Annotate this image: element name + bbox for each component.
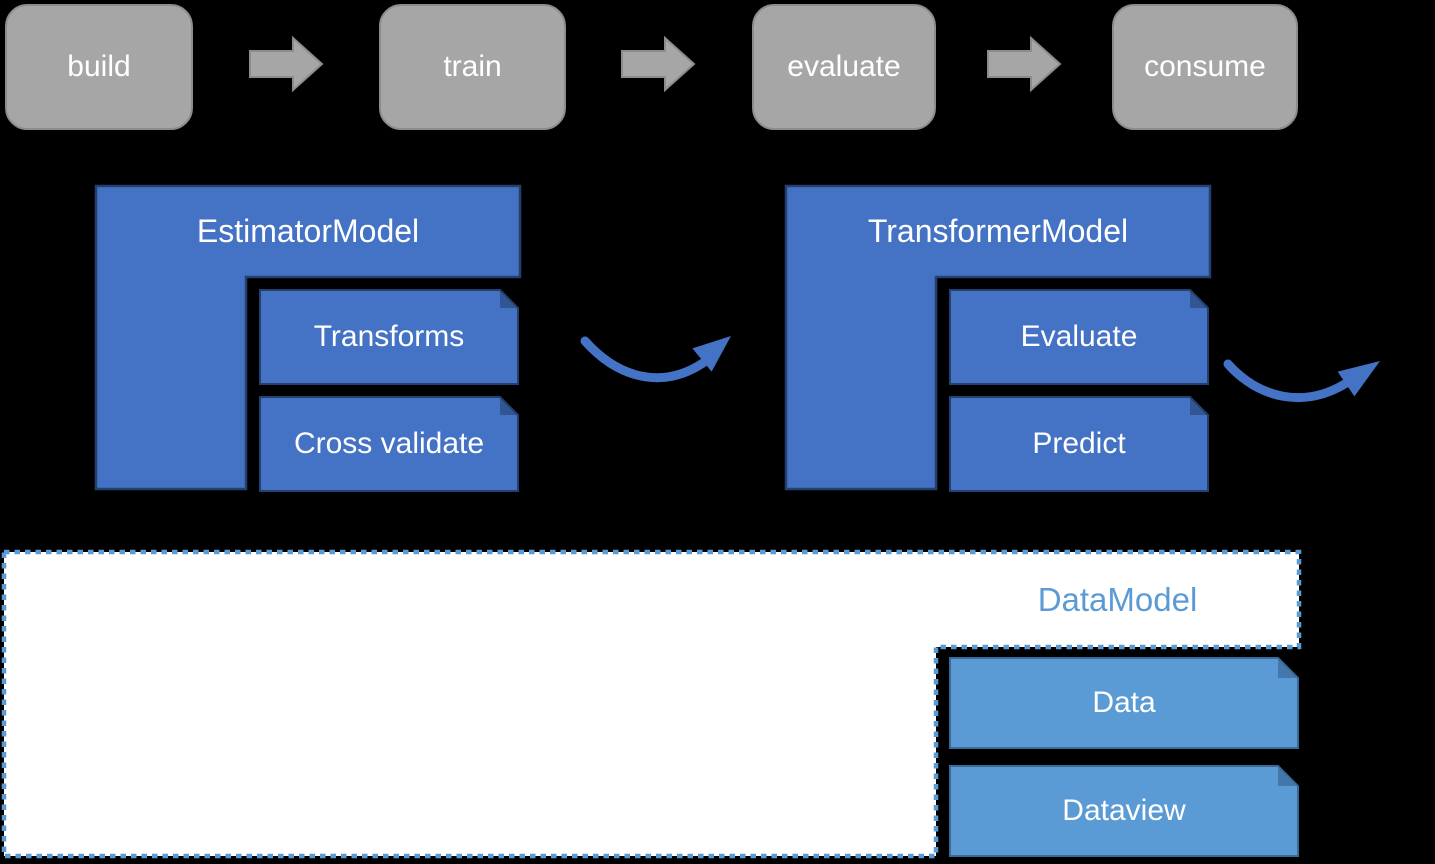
stage-build-label: build bbox=[67, 50, 131, 83]
predict-shape bbox=[949, 396, 1209, 492]
data-shape bbox=[949, 657, 1299, 749]
transformer-model-shape bbox=[784, 184, 1212, 491]
flow-arrow-evaluate-consume-icon bbox=[987, 35, 1062, 93]
transforms-fold-corner-icon bbox=[500, 290, 518, 308]
stage-build: build bbox=[5, 4, 193, 130]
stage-train: train bbox=[379, 4, 566, 130]
curved-arrow-transformer-out-head-icon bbox=[1337, 361, 1380, 397]
flow-arrow-build-train-icon bbox=[249, 35, 324, 93]
data-model-shape bbox=[1, 549, 1302, 859]
transforms-shape bbox=[259, 289, 519, 385]
stage-evaluate-label: evaluate bbox=[787, 50, 901, 83]
predict-fold-corner-icon bbox=[1190, 397, 1208, 415]
flow-arrow-train-evaluate-icon bbox=[621, 35, 696, 93]
stage-consume-label: consume bbox=[1144, 50, 1266, 83]
cross-validate-fold-corner-icon bbox=[500, 397, 518, 415]
curved-arrow-estimator-to-transformer-head-icon bbox=[692, 336, 731, 372]
curved-arrow-estimator-to-transformer-icon bbox=[580, 336, 708, 383]
cross-validate-shape bbox=[259, 396, 519, 492]
evaluate-shape bbox=[949, 289, 1209, 385]
evaluate-fold-corner-icon bbox=[1190, 290, 1208, 308]
stage-train-label: train bbox=[443, 50, 502, 83]
estimator-model-shape bbox=[94, 184, 522, 491]
stage-evaluate: evaluate bbox=[752, 4, 936, 130]
curved-arrow-transformer-out-icon bbox=[1223, 359, 1353, 403]
dataview-fold-corner-icon bbox=[1278, 766, 1298, 786]
data-fold-corner-icon bbox=[1278, 658, 1298, 678]
stage-consume: consume bbox=[1112, 4, 1298, 130]
dataview-shape bbox=[949, 765, 1299, 857]
